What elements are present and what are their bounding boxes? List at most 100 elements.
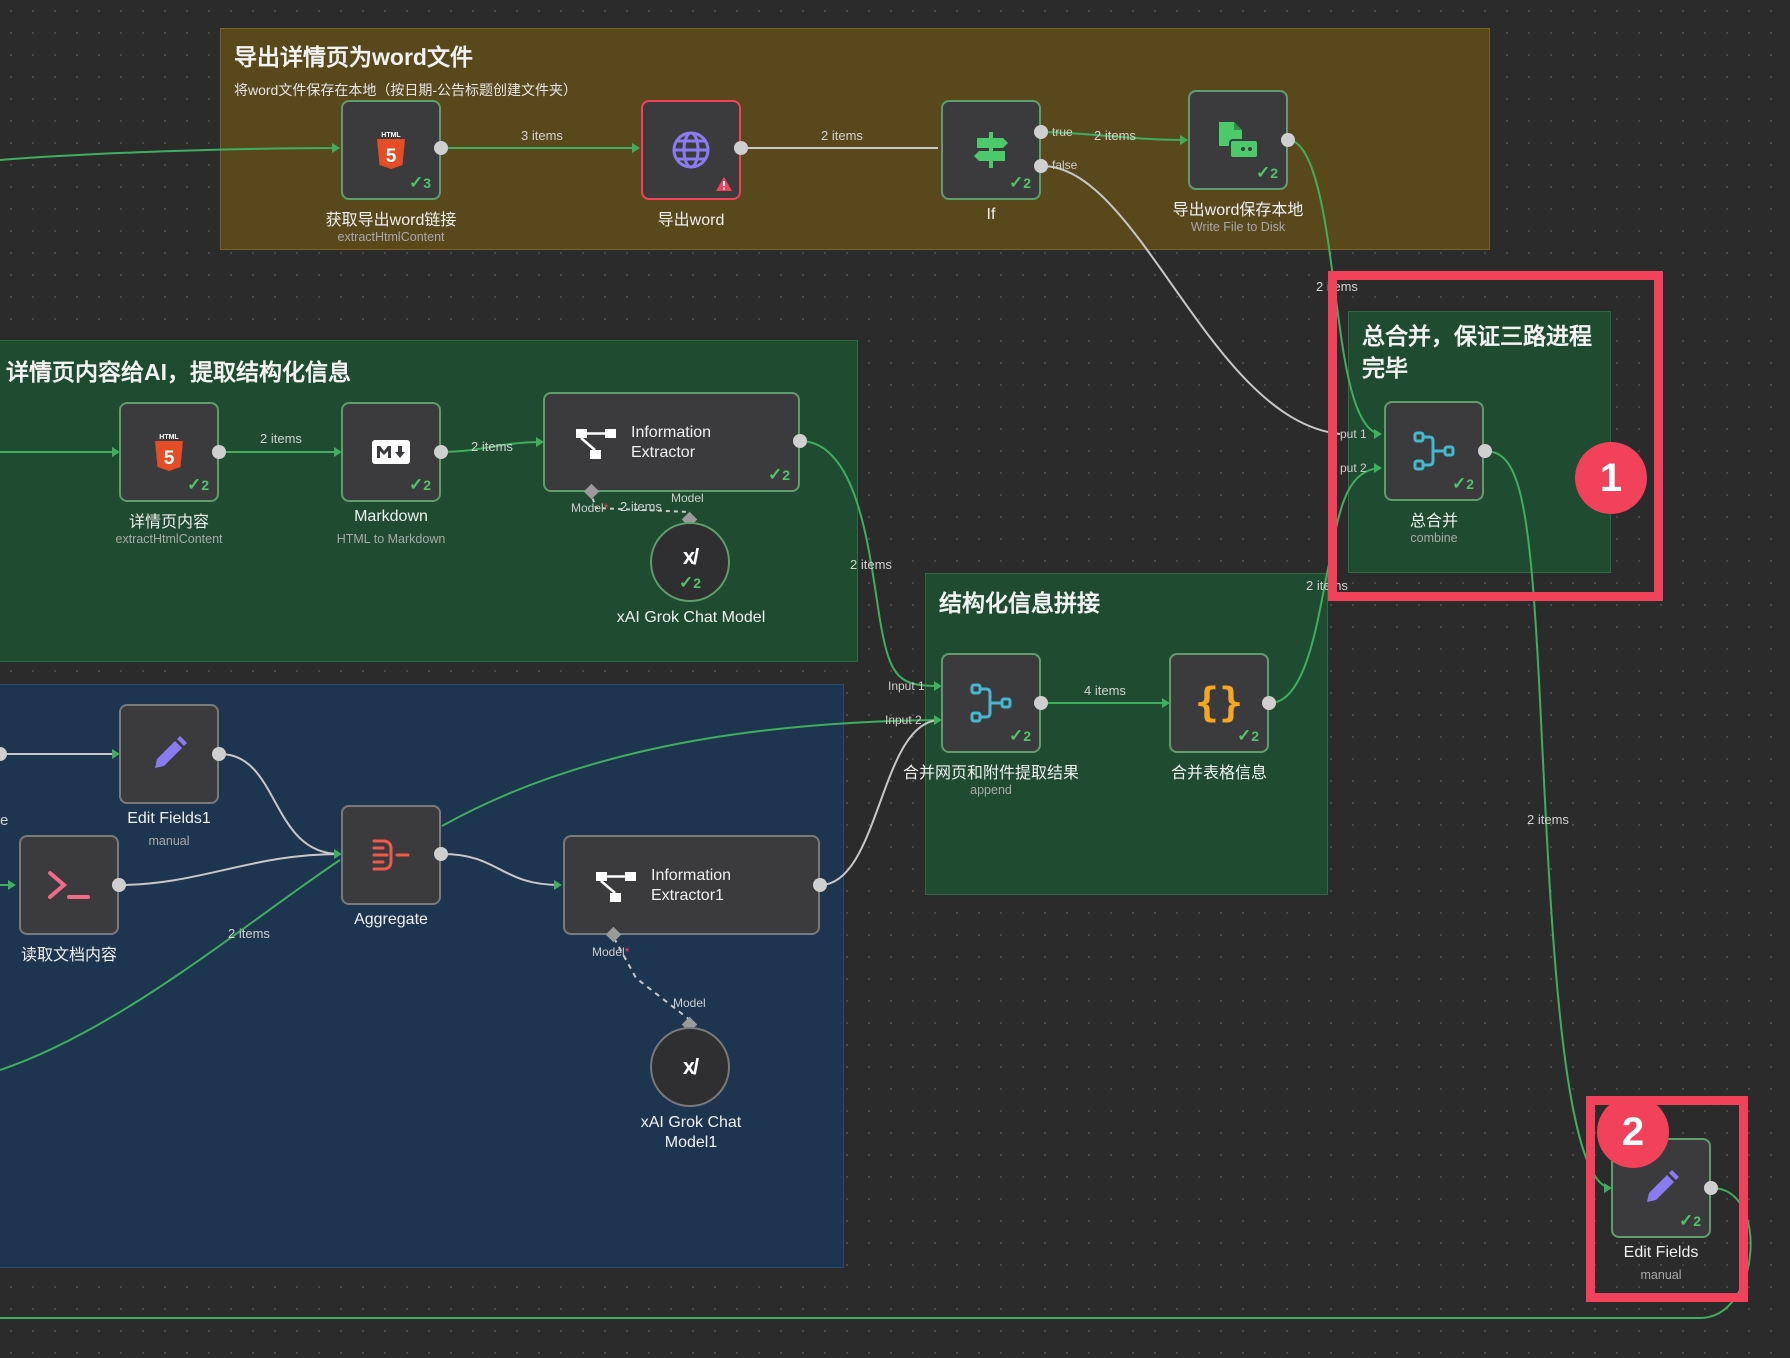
output-port[interactable]	[112, 878, 126, 892]
node-label: Edit Fields	[1623, 1244, 1699, 1261]
node-label: xAI Grok Chat Model	[616, 609, 766, 626]
pencil-icon	[1647, 1170, 1679, 1202]
output-port[interactable]	[1262, 696, 1276, 710]
run-count: ✓2	[1008, 726, 1031, 745]
edge-label: 2 items	[850, 557, 892, 572]
run-count: ✓2	[1255, 163, 1278, 182]
group-export-word-title: 导出详情页为word文件	[234, 44, 473, 70]
node-sublabel: append	[970, 783, 1012, 797]
node-label: If	[986, 206, 996, 223]
output-port[interactable]	[734, 141, 748, 155]
node-aggregate[interactable]	[341, 805, 441, 905]
node-label: 详情页内容	[128, 514, 210, 531]
port-label-input1: Input 1	[888, 679, 925, 693]
edge-label: 2 items	[228, 926, 270, 941]
group-struct-join-title: 结构化信息拼接	[939, 590, 1100, 616]
node-combine[interactable]: ✓2	[1384, 401, 1484, 501]
globe-icon	[672, 131, 710, 169]
node-markdown[interactable]: ✓2	[341, 402, 441, 502]
terminal-icon	[48, 871, 90, 899]
svg-text:HTML: HTML	[381, 132, 401, 139]
pencil-icon	[155, 736, 187, 768]
edge-label: 2 items	[260, 431, 302, 446]
edge-label: 4 items	[1084, 683, 1126, 698]
port-label-model: Model	[673, 996, 706, 1010]
html5-icon: HTML 5	[155, 434, 183, 471]
merge-icon	[970, 683, 1012, 723]
node-edit-fields1[interactable]	[119, 704, 219, 804]
node-export-word[interactable]	[641, 100, 741, 200]
run-count: ✓2	[1678, 1211, 1701, 1230]
output-port[interactable]	[1034, 696, 1048, 710]
node-read-document[interactable]	[19, 835, 119, 935]
node-detail-content[interactable]: HTML 5 ✓2	[119, 402, 219, 502]
run-count: ✓2	[678, 573, 702, 592]
node-sublabel: manual	[1640, 1268, 1682, 1282]
braces-icon: {}	[1194, 680, 1244, 726]
output-port[interactable]	[212, 445, 226, 459]
edge-label: 2 items	[1527, 812, 1569, 827]
node-get-export-link[interactable]: HTML 5 ✓3	[341, 100, 441, 200]
run-count: ✓3	[408, 173, 431, 192]
output-port[interactable]	[434, 141, 448, 155]
highlight-box-1	[1328, 271, 1663, 601]
file-drive-icon	[1219, 122, 1259, 159]
group-ai-extract-title: 详情页内容给AI，提取结构化信息	[6, 359, 351, 385]
output-port[interactable]	[793, 434, 807, 448]
output-port[interactable]	[434, 847, 448, 861]
run-count: ✓2	[1451, 474, 1474, 493]
port-label-model: Model*	[571, 501, 609, 515]
highlight-box-2	[1586, 1096, 1748, 1302]
run-count: ✓2	[1236, 726, 1259, 745]
run-count: ✓2	[186, 475, 209, 494]
markdown-icon	[372, 440, 410, 464]
node-sublabel: extractHtmlContent	[115, 532, 223, 546]
node-label: 导出word	[657, 212, 725, 229]
node-label: 合并表格信息	[1170, 765, 1268, 782]
edge-label: 2 items	[471, 439, 513, 454]
edge-label: 2 items	[821, 128, 863, 143]
node-label: 获取导出word链接	[325, 212, 457, 229]
node-information-extractor[interactable]: Information Extractor ✓2	[543, 392, 800, 492]
output-port-false[interactable]	[1034, 159, 1048, 173]
node-label: xAI Grok Chat Model1	[640, 1114, 742, 1151]
output-port[interactable]	[434, 445, 448, 459]
node-label: 导出word保存本地	[1172, 202, 1304, 219]
edge-label: 3 items	[521, 128, 563, 143]
port-label-input2: Input 2	[885, 713, 922, 727]
output-port[interactable]	[1281, 133, 1295, 147]
tree-icon	[576, 429, 616, 459]
node-merge-append[interactable]: ✓2	[941, 653, 1041, 753]
port-label-model: Model	[671, 491, 704, 505]
edge-label: 2 items	[1306, 578, 1348, 593]
tree-icon	[596, 872, 636, 902]
run-count: ✓2	[408, 475, 431, 494]
svg-text:5: 5	[164, 448, 175, 469]
node-save-word[interactable]: ✓2	[1188, 90, 1288, 190]
node-if[interactable]: ✓2	[941, 100, 1041, 200]
node-xai-grok-chat-model1[interactable]: x/	[650, 1027, 730, 1107]
output-port[interactable]	[0, 747, 7, 761]
node-merge-table-info[interactable]: {} ✓2	[1169, 653, 1269, 753]
annotation-badge-2: 2	[1597, 1096, 1669, 1168]
node-xai-grok-chat-model[interactable]: x/ ✓2	[650, 522, 730, 602]
output-port[interactable]	[1704, 1181, 1718, 1195]
node-information-extractor1[interactable]: Information Extractor1	[563, 835, 820, 935]
port-label-true: true	[1052, 125, 1073, 139]
node-label: 合并网页和附件提取结果	[902, 765, 1080, 782]
node-sublabel: HTML to Markdown	[336, 532, 446, 546]
node-label: Aggregate	[354, 911, 428, 928]
node-label: Edit Fields1	[127, 810, 211, 827]
output-port[interactable]	[1478, 444, 1492, 458]
node-label: 读取文档内容	[20, 947, 118, 964]
node-label: Information Extractor1	[651, 867, 732, 904]
output-port-true[interactable]	[1034, 125, 1048, 139]
node-sublabel: Write File to Disk	[1190, 220, 1286, 234]
warning-icon	[716, 177, 732, 191]
edge-label-fragment: e	[0, 812, 9, 829]
run-count: ✓2	[1008, 173, 1031, 192]
edge-label: 2 items	[620, 499, 662, 514]
output-port[interactable]	[212, 747, 226, 761]
output-port[interactable]	[813, 878, 827, 892]
port-label-model: Model*	[592, 945, 630, 959]
